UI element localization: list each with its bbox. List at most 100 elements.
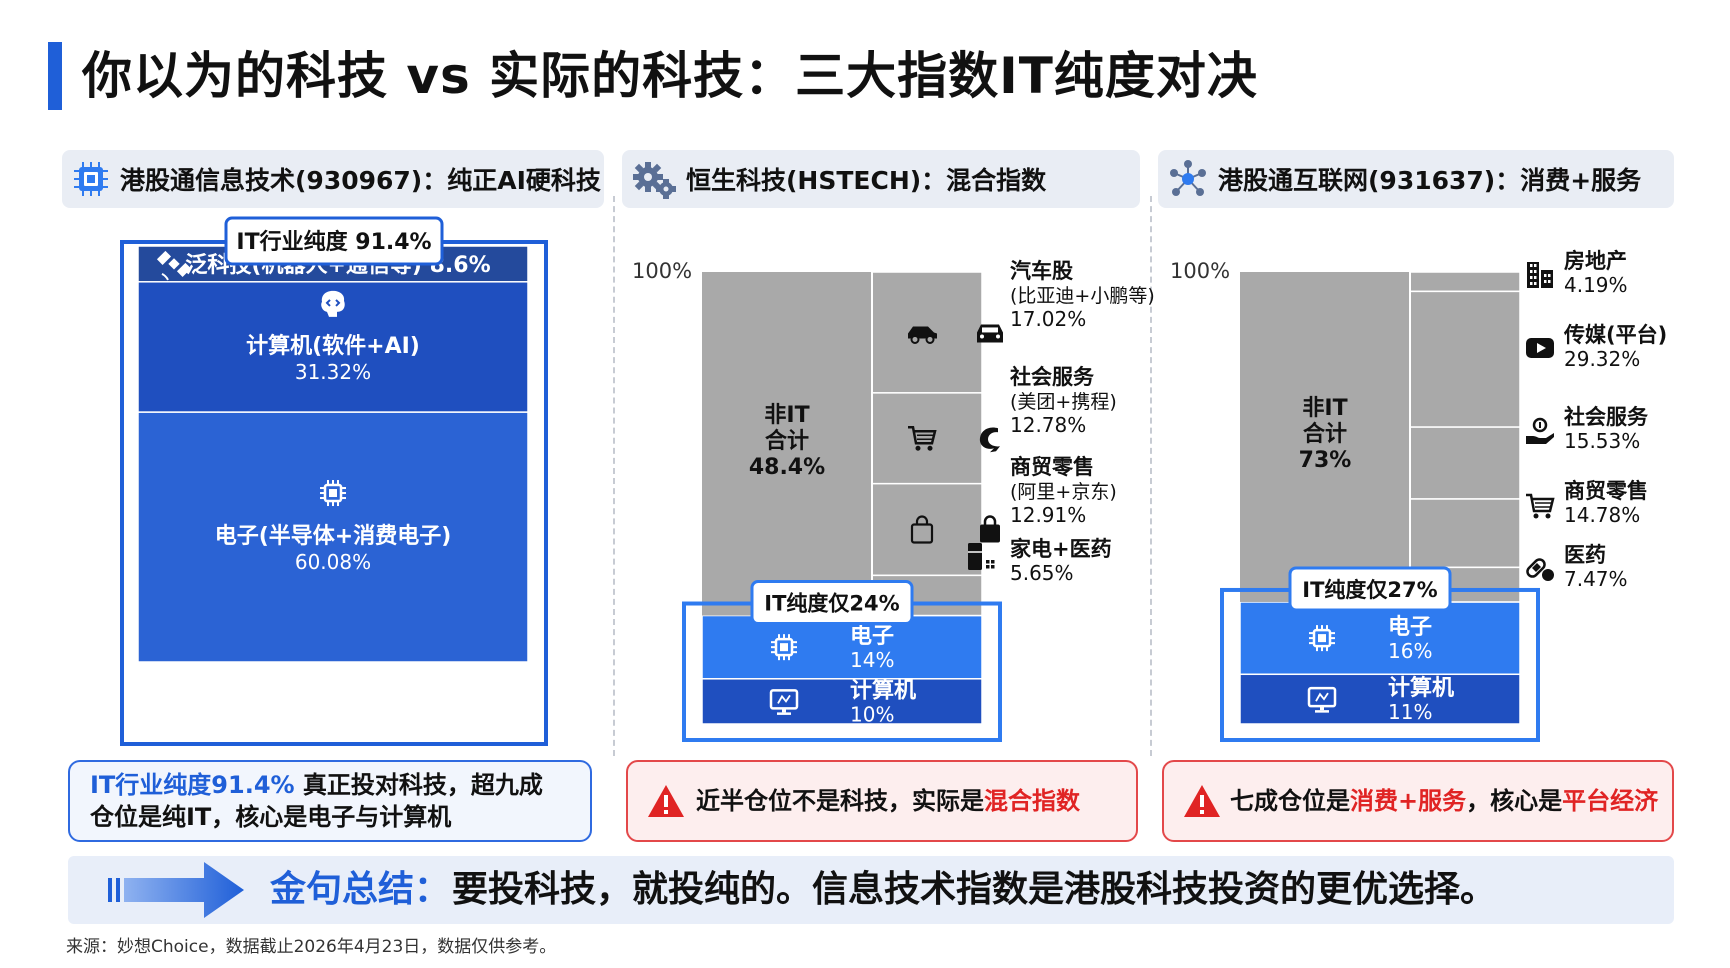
- non-it-segment-1: [1409, 271, 1521, 293]
- network-icon: [1170, 160, 1206, 196]
- non-it-segment-4: [1409, 498, 1521, 569]
- it-purity-callout-text: IT行业纯度 91.4%: [236, 229, 431, 255]
- breakdown-name: 房地产: [1564, 249, 1627, 273]
- y-tick-100: 100%: [632, 259, 692, 283]
- chip-icon: [320, 480, 346, 507]
- summary-label: 金句总结：: [270, 869, 451, 910]
- it-purity-callout-text: IT纯度仅24%: [764, 592, 899, 616]
- panel-divider: [613, 196, 615, 756]
- summary-banner: 金句总结： 要投科技，就投纯的。信息技术指数是港股科技投资的更优选择。: [68, 856, 1674, 924]
- bag-icon: [910, 515, 934, 544]
- it-segment-2: [701, 678, 983, 725]
- page-title: 你以为的科技 vs 实际的科技：三大指数IT纯度对决: [82, 47, 1258, 105]
- panel-header-internet: 港股通互联网(931637)：消费+服务: [1158, 150, 1674, 208]
- warning-icon: [1184, 785, 1220, 817]
- car-icon: [908, 326, 937, 344]
- fridge-icon: [968, 543, 995, 570]
- non-it-label: 合计: [765, 428, 809, 454]
- note-internet: 七成仓位是消费+服务，核心是平台经济: [1162, 760, 1674, 842]
- it-segment-value: 11%: [1388, 700, 1432, 724]
- title-accent-bar: [48, 42, 62, 110]
- non-it-segment-3: [1409, 426, 1521, 500]
- bar-segment-1: [137, 411, 529, 663]
- it-segment-name: 计算机: [1388, 675, 1454, 701]
- note-hstech: 近半仓位不是科技，实际是混合指数: [626, 760, 1138, 842]
- it-purity-callout: IT行业纯度 91.4%: [224, 216, 444, 266]
- breakdown-detail: (比亚迪+小鹏等): [1010, 285, 1155, 307]
- it-segment-value: 10%: [850, 702, 894, 726]
- ai-brain-icon: [321, 290, 345, 317]
- note-text: 七成仓位是: [1230, 787, 1350, 815]
- it-purity-callout-text: IT纯度仅27%: [1302, 578, 1437, 602]
- pill-icon: [1526, 558, 1554, 581]
- note-highlight: 消费+服务: [1350, 787, 1467, 815]
- segment-value: 31.32%: [295, 360, 371, 384]
- breakdown-detail: (阿里+京东): [1010, 481, 1117, 503]
- chip-icon: [1309, 625, 1335, 652]
- breakdown-name: 家电+医药: [1010, 537, 1112, 561]
- breakdown-value: 14.78%: [1564, 503, 1640, 527]
- panel-header-text: 恒生科技(HSTECH)：混合指数: [686, 166, 1047, 195]
- bag-solid-icon: [980, 515, 1000, 543]
- it-segment-name: 计算机: [850, 677, 916, 703]
- non-it-label: 非IT: [764, 403, 809, 428]
- note-highlight: 混合指数: [984, 787, 1080, 815]
- non-it-segment-2: [871, 392, 983, 485]
- breakdown-name: 汽车股: [1010, 259, 1073, 283]
- non-it-segment-3: [871, 482, 983, 577]
- panel-header-text: 港股通互联网(931637)：消费+服务: [1218, 166, 1642, 195]
- service-icon: [1526, 417, 1554, 444]
- arrow-right-icon: [108, 862, 244, 918]
- breakdown-value: 12.91%: [1010, 503, 1086, 527]
- it-segment-name: 电子: [1388, 615, 1432, 640]
- building-icon: [1527, 262, 1553, 288]
- segment-name: 计算机(软件+AI): [246, 333, 420, 359]
- gears-icon: [633, 162, 676, 199]
- breakdown-name: 商贸零售: [1564, 479, 1648, 503]
- chip-icon: [771, 634, 797, 661]
- breakdown-value: 17.02%: [1010, 307, 1086, 331]
- source-note: 来源：妙想Choice，数据截止2026年4月23日，数据仅供参考。: [66, 937, 557, 957]
- breakdown-value: 15.53%: [1564, 429, 1640, 453]
- non-it-value: 48.4%: [749, 455, 825, 480]
- panel-divider: [1150, 196, 1152, 756]
- note-it-index: IT行业纯度91.4% 真正投对科技，超九成 仓位是纯IT，核心是电子与计算机: [68, 760, 592, 842]
- dolphin-icon: [979, 427, 1000, 453]
- non-it-label: 非IT: [1302, 396, 1347, 421]
- chart-it-index: 电子(半导体+消费电子)60.08%计算机(软件+AI)31.32%泛科技(机器…: [120, 216, 548, 746]
- it-purity-callout: [1288, 566, 1452, 612]
- breakdown-value: 29.32%: [1564, 347, 1640, 371]
- it-segment-name: 电子: [850, 624, 894, 649]
- note-text: 仓位是纯IT，核心是电子与计算机: [90, 803, 452, 831]
- note-text: 真正投对科技，超九成: [294, 771, 543, 799]
- note-text: ，核心是: [1466, 787, 1563, 815]
- it-purity-callout: [750, 580, 914, 626]
- it-segment-2: [1239, 673, 1521, 725]
- non-it-value: 73%: [1299, 448, 1352, 473]
- summary-text: 要投科技，就投纯的。信息技术指数是港股科技投资的更优选择。: [452, 869, 1497, 910]
- panel-header-text: 港股通信息技术(930967)：纯正AI硬科技: [120, 166, 601, 195]
- breakdown-value: 5.65%: [1010, 561, 1074, 585]
- monitor-icon: [1307, 686, 1337, 713]
- panel-header-it-index: 港股通信息技术(930967)：纯正AI硬科技: [62, 150, 604, 208]
- breakdown-value: 12.78%: [1010, 413, 1086, 437]
- monitor-icon: [769, 689, 799, 715]
- non-it-label: 合计: [1303, 421, 1347, 447]
- segment-name: 电子(半导体+消费电子): [215, 524, 452, 549]
- warning-icon: [648, 785, 684, 817]
- non-it-segment-2: [1409, 290, 1521, 428]
- cart-icon: [1526, 493, 1555, 519]
- note-highlight: IT行业纯度91.4%: [90, 771, 295, 799]
- breakdown-detail: (美团+携程): [1010, 391, 1117, 413]
- breakdown-name: 社会服务: [1563, 405, 1649, 429]
- it-segment-value: 16%: [1388, 639, 1432, 663]
- breakdown-value: 4.19%: [1564, 273, 1628, 297]
- y-tick-100: 100%: [1170, 259, 1230, 283]
- cart-icon: [908, 426, 937, 451]
- breakdown-name: 商贸零售: [1010, 455, 1094, 479]
- segment-value: 60.08%: [295, 550, 371, 574]
- play-icon: [1526, 338, 1554, 358]
- breakdown-name: 传媒(平台): [1563, 323, 1667, 347]
